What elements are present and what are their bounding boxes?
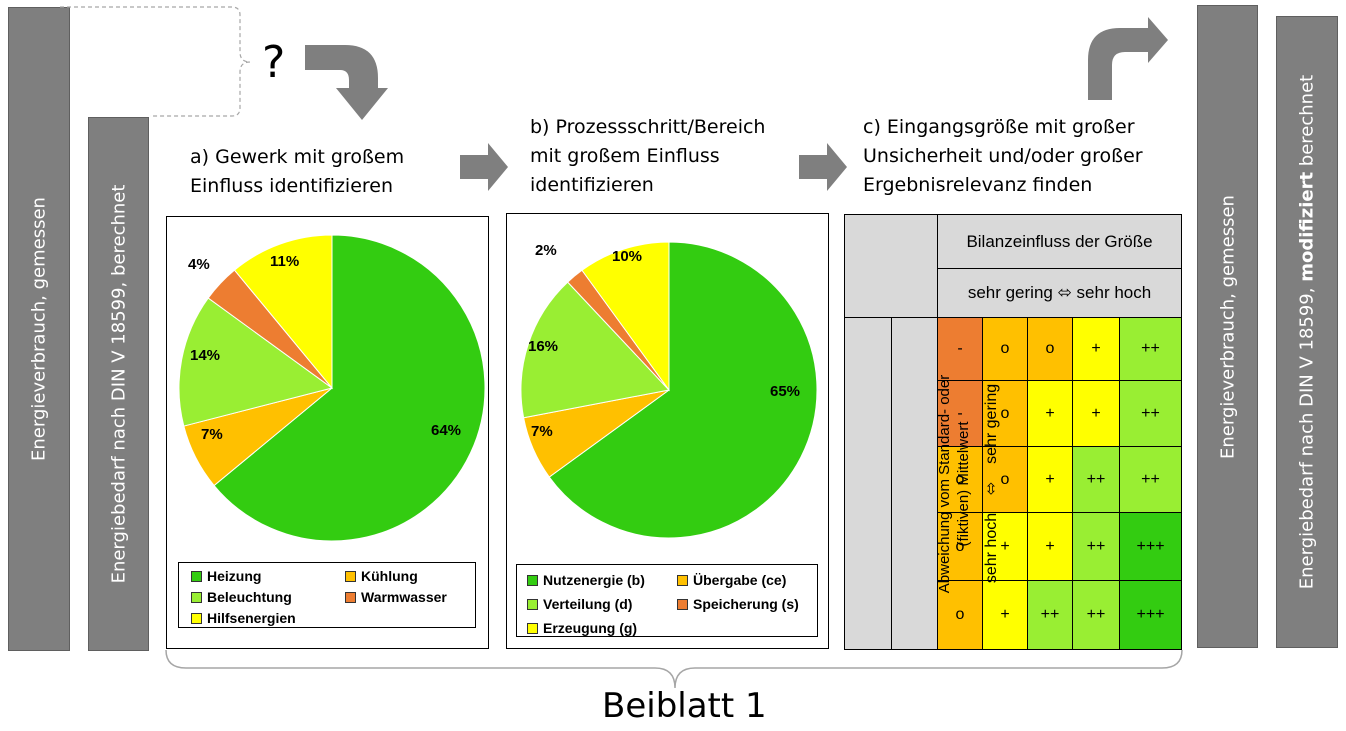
bottom-brace <box>165 649 1183 689</box>
matrix-cell: - <box>937 317 983 381</box>
legend-swatch <box>677 598 688 610</box>
legend-process: Nutzenergie (b) Übergabe (ce) Verteilung (… <box>516 564 818 637</box>
matrix-cell: o <box>1027 317 1073 381</box>
measured-consumption-bar-right: Energieverbrauch, gemessen <box>1197 5 1258 648</box>
pie-data-label: 65% <box>770 383 800 400</box>
pie-data-label: 14% <box>190 347 220 364</box>
matrix-cell: ++ <box>1072 446 1120 513</box>
matrix-cell: + <box>1072 380 1120 447</box>
legend-item: Hilfsenergien <box>191 610 296 626</box>
curved-arrow-up-right-icon <box>1088 17 1168 100</box>
matrix-row-axis-label: Abweichung vom Standard- oder(fiktiven) … <box>844 317 972 650</box>
matrix-cell: ++ <box>1072 512 1120 581</box>
pie-slice <box>520 281 670 419</box>
measured-consumption-bar-left: Energieverbrauch, gemessen <box>8 7 70 651</box>
pie-data-label: 10% <box>612 248 642 265</box>
matrix-cell: ++ <box>1072 580 1120 650</box>
legend-label: Erzeugung (g) <box>543 620 638 636</box>
legend-label: Kühlung <box>361 568 418 584</box>
legend-item: Beleuchtung <box>191 589 292 605</box>
legend-item: Warmwasser <box>345 589 447 605</box>
matrix-cell: + <box>982 580 1028 650</box>
pie-slice <box>213 234 486 542</box>
arrow-right-icon-a <box>460 143 508 191</box>
matrix-cell: +++ <box>1118 580 1183 650</box>
legend-swatch <box>527 574 538 586</box>
legend-item: Heizung <box>191 568 261 584</box>
legend-item: Verteilung (d) <box>527 596 632 612</box>
legend-label: Heizung <box>207 568 262 584</box>
legend-label: Verteilung (d) <box>543 596 633 612</box>
arrow-right-icon-b <box>799 143 847 191</box>
matrix-cell: ++ <box>1118 380 1183 447</box>
matrix-cell: o <box>982 317 1028 381</box>
legend-item: Übergabe (ce) <box>677 572 786 588</box>
legend-item: Nutzenergie (b) <box>527 572 645 588</box>
legend-swatch <box>527 598 538 610</box>
legend-label: Übergabe (ce) <box>693 572 787 588</box>
matrix-cell: o <box>982 380 1028 447</box>
legend-label: Nutzenergie (b) <box>543 572 645 588</box>
matrix-cell: + <box>1027 446 1073 513</box>
matrix-header-scale: sehr gering ⬄ sehr hoch <box>936 268 1183 318</box>
matrix-cell: ++ <box>1118 446 1183 513</box>
legend-label: Warmwasser <box>361 589 447 605</box>
legend-label: Hilfsenergien <box>207 610 296 626</box>
calculated-demand-bar: Energiebedarf nach DIN V 18599, berechne… <box>88 117 149 651</box>
legend-label: Beleuchtung <box>207 589 292 605</box>
uncertainty-matrix: Bilanzeinfluss der Größe sehr gering ⬄ s… <box>844 214 1183 650</box>
pie-data-label: 2% <box>535 242 557 259</box>
matrix-cell: + <box>1027 512 1073 581</box>
pie-data-label: 64% <box>431 422 461 439</box>
legend-item: Kühlung <box>345 568 418 584</box>
matrix-cell: + <box>982 512 1028 581</box>
curved-arrow-down-icon <box>305 45 388 120</box>
matrix-cell: +++ <box>1118 512 1183 581</box>
pie-data-label: 7% <box>201 426 223 443</box>
legend-swatch <box>345 591 356 603</box>
matrix-header-top: Bilanzeinfluss der Größe <box>936 214 1183 269</box>
pie-slice <box>233 234 333 390</box>
matrix-cell: o <box>982 446 1028 513</box>
legend-swatch <box>191 612 202 624</box>
matrix-cell: o <box>937 512 983 581</box>
pie-chart-trades: 64% 7% 14% 4% 11% <box>178 234 486 542</box>
pie-slice <box>548 241 818 539</box>
dashed-brace <box>60 6 251 117</box>
matrix-corner <box>844 214 938 318</box>
legend-swatch <box>191 591 202 603</box>
legend-swatch <box>527 622 538 634</box>
pie-chart-process: 65% 7% 16% 2% 10% <box>520 241 818 539</box>
pie-data-label: 11% <box>270 253 299 270</box>
legend-item: Speicherung (s) <box>677 596 799 612</box>
pie-data-label: 16% <box>528 338 558 355</box>
matrix-cell: - <box>937 380 983 447</box>
legend-label: Speicherung (s) <box>693 596 799 612</box>
legend-item: Erzeugung (g) <box>527 620 637 636</box>
pie-slice <box>581 241 670 392</box>
legend-swatch <box>191 570 202 582</box>
matrix-cell: ++ <box>1118 317 1183 381</box>
footer-label: Beiblatt 1 <box>602 686 767 726</box>
matrix-cell: o <box>937 446 983 513</box>
legend-swatch <box>677 574 688 586</box>
pie-slice <box>178 297 334 427</box>
matrix-cell: o <box>937 580 983 650</box>
legend-swatch <box>345 570 356 582</box>
pie-panel-process: 65% 7% 16% 2% 10% Nutzenergie (b) Übergabe (c… <box>506 213 829 649</box>
pie-data-label: 4% <box>188 256 210 273</box>
modified-demand-bar: Energiebedarf nach DIN V 18599, modifizi… <box>1276 16 1338 648</box>
matrix-cell: + <box>1027 380 1073 447</box>
pie-data-label: 7% <box>531 423 553 440</box>
matrix-row-scale: sehr hoch ⬄ sehr gering <box>891 317 1000 650</box>
question-mark: ? <box>262 37 286 88</box>
matrix-cell: + <box>1072 317 1120 381</box>
matrix-cell: ++ <box>1027 580 1073 650</box>
